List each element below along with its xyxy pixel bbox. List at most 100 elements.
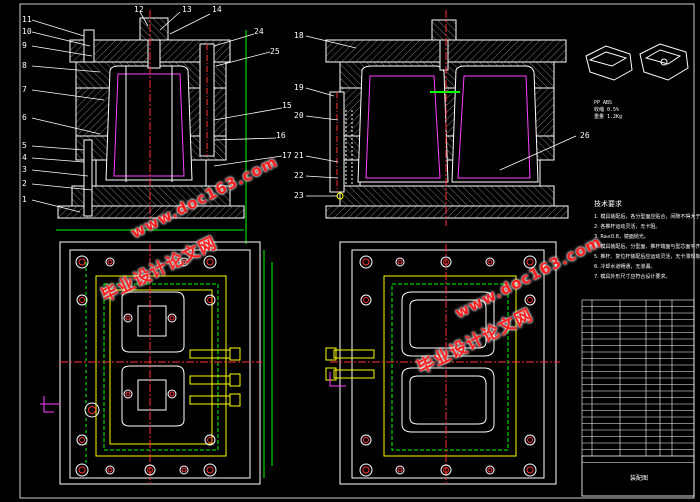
bolt-hole (360, 294, 372, 306)
bolt-hole (76, 434, 88, 446)
spec-line: 收缩 0.5% (594, 106, 619, 113)
left-magenta-mark (40, 396, 60, 413)
bolt-hole-center (527, 297, 533, 303)
bolt-hole (144, 464, 156, 476)
bolt-hole (179, 257, 189, 267)
bolt-hole (395, 465, 405, 475)
bolt-hole-center (487, 259, 493, 265)
right-plan-holes (359, 255, 537, 477)
part-number: 10 (22, 27, 32, 36)
part-number: 11 (22, 15, 32, 24)
part-number: 8 (22, 61, 27, 70)
bolt-hole (76, 294, 88, 306)
bolt-hole-center (78, 466, 86, 474)
bolt-hole (123, 313, 133, 323)
bolt-hole (523, 255, 537, 269)
part-number: 21 (294, 151, 304, 160)
bolt-hole-center (207, 437, 213, 443)
bolt-hole (440, 464, 452, 476)
bolt-hole-center (487, 467, 493, 473)
right-section-view (325, 10, 569, 226)
bolt-hole (84, 402, 100, 418)
bolt-hole (204, 434, 216, 446)
bolt-hole-center (78, 258, 86, 266)
part-number: 5 (22, 141, 27, 150)
title-block-text: 装配图 (630, 474, 648, 482)
part-number: 6 (22, 113, 27, 122)
bolt-hole (360, 434, 372, 446)
part-number: 12 (134, 5, 144, 14)
left-leaders (31, 11, 283, 213)
bolt-hole (179, 465, 189, 475)
part-number: 3 (22, 165, 27, 174)
bolt-hole-center (443, 259, 449, 265)
bolt-hole-center (362, 466, 370, 474)
bolt-hole-center (125, 315, 131, 321)
bolt-hole-center (181, 467, 187, 473)
bolt-hole (524, 294, 536, 306)
part-number: 16 (276, 131, 286, 140)
bolt-hole-center (206, 258, 214, 266)
part-isometric-views (585, 43, 689, 81)
note-line: 1. 模具装配后，各分型面应贴合，间隙不得大于0.02。 (594, 213, 700, 220)
right-plan-view (330, 241, 560, 485)
bolt-hole (203, 255, 217, 269)
bolt-hole-center (526, 466, 534, 474)
bolt-hole-center (443, 467, 449, 473)
left-plan-view (59, 241, 273, 485)
bolt-hole (395, 257, 405, 267)
bolt-hole-center (363, 437, 369, 443)
notes-title: 技术要求 (594, 199, 622, 208)
part-number: 9 (22, 41, 27, 50)
note-line: 5. 推杆、复位杆装配后应运动灵活，无卡滞现象。 (594, 253, 700, 260)
right-magenta-mark (329, 372, 346, 387)
bolt-hole (203, 463, 217, 477)
spec-line: PP ABS (594, 100, 612, 106)
bolt-hole-center (207, 297, 213, 303)
bolt-hole (440, 256, 452, 268)
bolt-hole (485, 465, 495, 475)
left-section-view (56, 10, 247, 244)
drawing-frame (19, 3, 695, 499)
bolt-hole (167, 389, 177, 399)
bolt-hole-center (147, 467, 153, 473)
bolt-hole (359, 463, 373, 477)
bolt-hole-center (397, 467, 403, 473)
part-number: 24 (254, 27, 264, 36)
note-line: 3. Ra≤0.8，镜面抛光。 (594, 233, 649, 240)
bolt-hole-center (107, 467, 113, 473)
note-line: 7. 模具外形尺寸应符合设计要求。 (594, 273, 670, 280)
part-number: 20 (294, 111, 304, 120)
part-number: 26 (580, 131, 590, 140)
note-line: 4. 模具装配后，分型面、推杆端面与型芯面平齐。 (594, 243, 700, 250)
mid-leaders (305, 35, 577, 197)
bolt-hole (524, 434, 536, 446)
part-number: 7 (22, 85, 27, 94)
bolt-hole-center (206, 466, 214, 474)
bolt-hole (359, 255, 373, 269)
part-number: 1 (22, 195, 27, 204)
technical-notes: 技术要求 1. 模具装配后，各分型面应贴合，间隙不得大于0.02。 2. 各推杆运动… (594, 199, 700, 280)
part-number: 14 (212, 5, 222, 14)
spec-line: 重量 1.2Kg (594, 113, 622, 120)
part-number: 18 (294, 31, 304, 40)
bolt-hole-center (362, 258, 370, 266)
bill-of-materials: 装配图 (581, 299, 695, 497)
part-number: 15 (282, 101, 292, 110)
part-number: 25 (270, 47, 280, 56)
bolt-hole (485, 257, 495, 267)
bolt-hole (105, 257, 115, 267)
note-line: 2. 各推杆运动灵活，无卡阻。 (594, 223, 660, 230)
part-number: 4 (22, 153, 27, 162)
part-number: 13 (182, 5, 192, 14)
bolt-hole-center (79, 437, 85, 443)
part-number: 22 (294, 171, 304, 180)
bolt-hole (75, 463, 89, 477)
bolt-hole-center (79, 297, 85, 303)
bolt-hole-center (397, 259, 403, 265)
bolt-hole (123, 389, 133, 399)
